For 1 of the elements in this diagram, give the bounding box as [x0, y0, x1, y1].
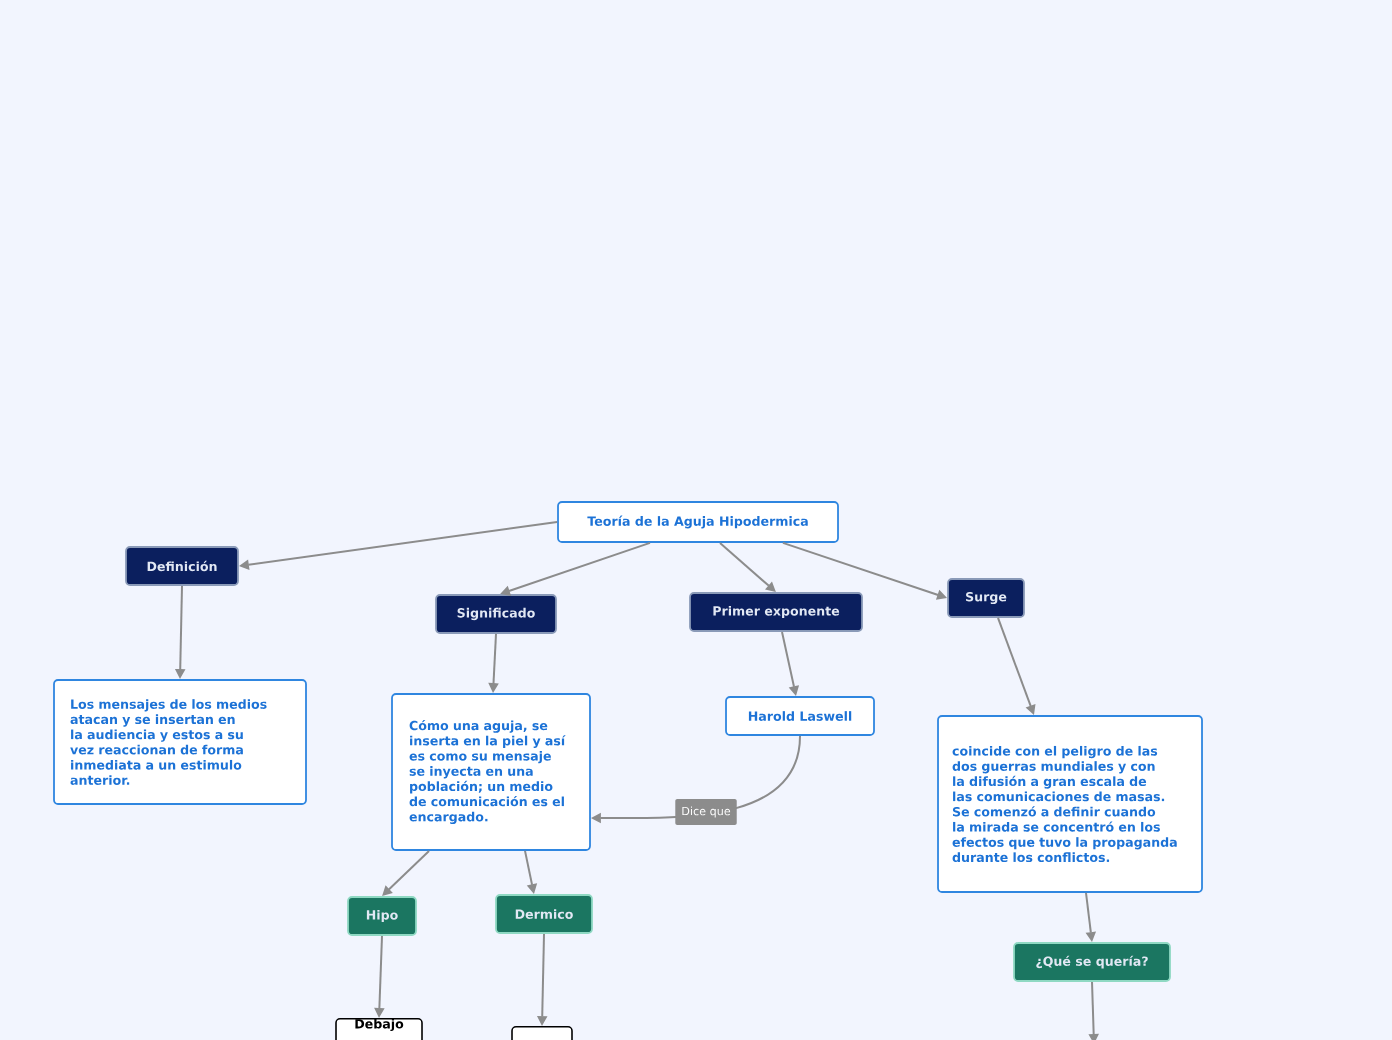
- empty-box: [511, 1026, 573, 1040]
